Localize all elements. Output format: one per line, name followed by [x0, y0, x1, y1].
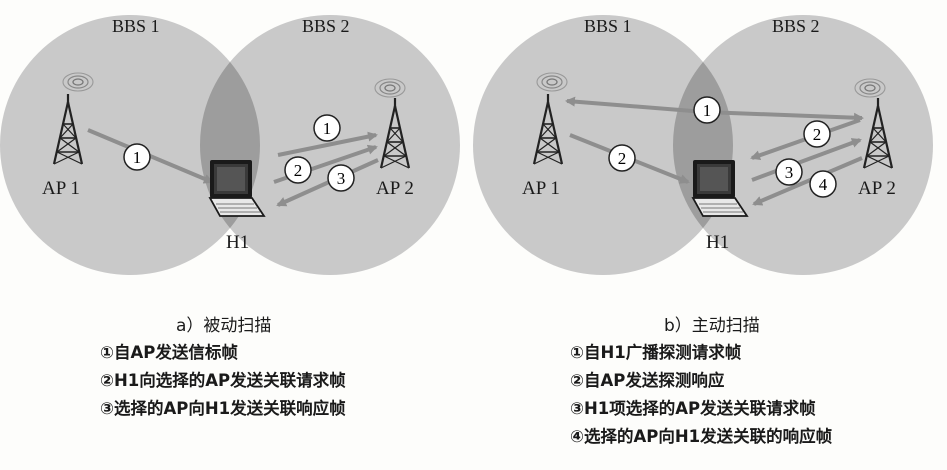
svg-text:2: 2 [294, 161, 303, 180]
arrow-assoc-response [276, 158, 379, 207]
svg-text:1: 1 [133, 148, 142, 167]
step-marker-3: 3 [327, 164, 355, 192]
legend-item: ②自AP发送探测响应 [570, 371, 725, 390]
bss1-label: BBS 1 [112, 16, 160, 36]
panel-a: BBS 1 BBS 2 AP 1 AP 2 H1 1 1 2 3 [0, 15, 460, 275]
caption-passive-scan: a）被动扫描 [176, 316, 272, 336]
bss2-label: BBS 2 [302, 16, 350, 36]
step-marker-1: 1 [693, 96, 721, 124]
svg-text:1: 1 [323, 119, 332, 138]
arrow-assoc-request [751, 138, 862, 182]
legend-item: ②H1向选择的AP发送关联请求帧 [100, 371, 346, 390]
legend-item: ④选择的AP向H1发送关联的响应帧 [570, 427, 833, 446]
svg-text:3: 3 [337, 169, 346, 188]
step-marker-4: 4 [809, 170, 837, 198]
ap1-label: AP 1 [42, 178, 80, 199]
host-label: H1 [706, 232, 729, 253]
legend-item: ③选择的AP向H1发送关联响应帧 [100, 399, 346, 418]
bss1-label: BBS 1 [584, 16, 632, 36]
step-marker-2: 2 [608, 144, 636, 172]
legend-passive: ①自AP发送信标帧 ②H1向选择的AP发送关联请求帧 ③选择的AP向H1发送关联… [100, 339, 346, 423]
arrow-probe-broadcast-ap2 [704, 110, 864, 123]
step-marker-2: 2 [284, 156, 312, 184]
legend-active: ①自H1广播探测请求帧 ②自AP发送探测响应 ③H1项选择的AP发送关联请求帧 … [570, 339, 832, 451]
step-marker-3: 3 [775, 158, 803, 186]
arrow-probe-broadcast-ap1 [565, 96, 706, 114]
step-marker-2: 2 [803, 120, 831, 148]
ap1-label: AP 1 [522, 178, 560, 199]
ap2-label: AP 2 [858, 178, 896, 199]
svg-text:2: 2 [618, 149, 627, 168]
step-marker-1: 1 [313, 114, 341, 142]
svg-text:1: 1 [703, 101, 712, 120]
caption-active-scan: b）主动扫描 [664, 316, 760, 336]
arrow-beacon-ap2 [277, 131, 378, 157]
legend-item: ①自AP发送信标帧 [100, 343, 238, 362]
step-marker-1: 1 [123, 143, 151, 171]
svg-text:4: 4 [819, 175, 828, 194]
svg-text:3: 3 [785, 163, 794, 182]
arrow-assoc-response [752, 156, 863, 206]
svg-text:2: 2 [813, 125, 822, 144]
wifi-scanning-diagram: BBS 1 BBS 2 AP 1 AP 2 H1 1 1 2 3 [0, 15, 933, 275]
bss1-area [0, 15, 260, 275]
ap2-label: AP 2 [376, 178, 414, 199]
legend-item: ①自H1广播探测请求帧 [570, 343, 742, 362]
bss2-label: BBS 2 [772, 16, 820, 36]
bss1-area [473, 15, 733, 275]
legend-item: ③H1项选择的AP发送关联请求帧 [570, 399, 816, 418]
panel-b: BBS 1 BBS 2 AP 1 AP 2 H1 1 2 2 3 [473, 15, 933, 275]
host-label: H1 [226, 232, 249, 253]
